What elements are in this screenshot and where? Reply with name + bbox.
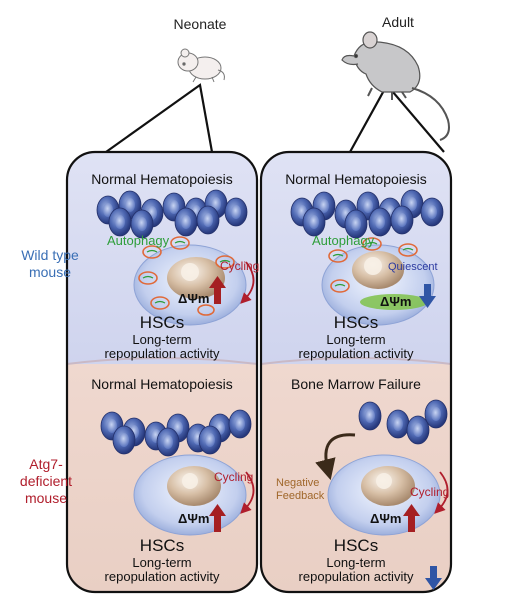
ko-adult-lt-line1: Long-term — [326, 555, 386, 570]
adult-mouse-icon — [341, 31, 450, 141]
wt-adult-hsc-cell — [321, 237, 436, 326]
ko-neonate-title: Normal Hematopoiesis — [91, 376, 233, 392]
ko-neonate-hsc-cell — [133, 454, 255, 536]
row-label-line: mouse — [24, 490, 68, 506]
blood-cell-core — [205, 433, 215, 447]
wt-neonate-autophagy-label: Autophagy — [107, 233, 170, 248]
callout-lines — [105, 83, 445, 153]
ko-adult-negative-feedback-label: Negative Feedback — [276, 477, 324, 503]
blood-cell-core — [365, 409, 375, 423]
wt-neonate-title: Normal Hematopoiesis — [91, 171, 233, 187]
ko-adult-lt-line2: repopulation activity — [298, 569, 414, 584]
blood-cell-core — [351, 217, 361, 231]
blood-cell-core — [431, 407, 441, 421]
neonate-mouse-icon — [177, 48, 225, 83]
adult-panel-border — [259, 150, 453, 594]
column-header-neonate: Neonate — [173, 16, 227, 32]
blood-cell-core — [393, 417, 403, 431]
blood-cell-core — [107, 419, 117, 433]
row-label-line: mouse — [28, 264, 72, 280]
ko-adult-mito-potential: ΔΨm — [370, 511, 402, 526]
blood-cell-core — [119, 433, 129, 447]
blood-cell-core — [319, 199, 329, 213]
wt-adult-lt-line1: Long-term — [326, 332, 386, 347]
ko-neonate-hsc-label: HSCs — [139, 536, 185, 555]
wt-neonate-blood-cells — [96, 189, 248, 239]
blood-cell-core — [375, 215, 385, 229]
wt-neonate-mito-potential: ΔΨm — [178, 291, 210, 306]
ko-adult-hsc-label: HSCs — [333, 536, 379, 555]
blood-cell-core — [413, 423, 423, 437]
blood-cell-core — [407, 197, 417, 211]
wt-neonate-lt-line1: Long-term — [132, 332, 192, 347]
blood-cell-core — [363, 199, 373, 213]
wt-adult-blood-cells — [290, 189, 444, 239]
blood-cell-core — [169, 200, 179, 214]
wt-neonate-hsc-cell — [133, 236, 255, 326]
ko-adult-hsc-cell — [315, 433, 449, 590]
mitochondria-icons — [138, 236, 235, 316]
negative-feedback-arrow — [315, 433, 356, 481]
blood-cell-core — [231, 205, 241, 219]
blood-cell-core — [309, 215, 319, 229]
ko-adult-title: Bone Marrow Failure — [291, 376, 421, 392]
ko-adult-cycling-label: Cycling — [410, 485, 450, 499]
blood-cell-core — [203, 213, 213, 227]
column-header-adult: Adult — [382, 14, 414, 30]
wt-adult-quiescent-label: Quiescent — [388, 261, 438, 273]
blood-cell-core — [235, 417, 245, 431]
ko-adult-blood-cells — [358, 399, 448, 445]
blood-cell-core — [427, 205, 437, 219]
wt-neonate-hsc-label: HSCs — [139, 313, 185, 332]
blood-cell-core — [125, 198, 135, 212]
wt-neonate-cycling-label: Cycling — [220, 259, 260, 273]
feedback-line: Feedback — [276, 490, 325, 502]
row-label-atg7: Atg7- deficient mouse — [0, 456, 96, 507]
ko-neonate-mito-potential: ΔΨm — [178, 511, 210, 526]
blood-cell-core — [103, 203, 113, 217]
blood-cell-core — [397, 213, 407, 227]
wt-adult-mito-potential: ΔΨm — [380, 294, 412, 309]
wt-adult-autophagy-label: Autophagy — [312, 233, 375, 248]
blood-cell-core — [137, 217, 147, 231]
feedback-line: Negative — [276, 477, 320, 489]
neonate-panel-border — [65, 150, 259, 594]
ko-neonate-lt-line1: Long-term — [132, 555, 192, 570]
wt-adult-hsc-label: HSCs — [333, 313, 379, 332]
wt-adult-lt-line2: repopulation activity — [298, 346, 414, 361]
ko-neonate-cycling-label: Cycling — [214, 470, 254, 484]
row-label-line: Wild type — [21, 247, 79, 263]
ko-neonate-lt-line2: repopulation activity — [104, 569, 220, 584]
wt-adult-title: Normal Hematopoiesis — [285, 171, 427, 187]
row-label-line: Atg7- — [29, 456, 63, 472]
blood-cell-core — [115, 215, 125, 229]
row-label-line: deficient — [19, 473, 73, 489]
blood-cell-core — [163, 435, 173, 449]
wt-neonate-lt-line2: repopulation activity — [104, 346, 220, 361]
blood-cell-core — [181, 215, 191, 229]
ko-neonate-blood-cells — [100, 409, 252, 457]
row-label-wild-type: Wild type mouse — [0, 247, 100, 281]
